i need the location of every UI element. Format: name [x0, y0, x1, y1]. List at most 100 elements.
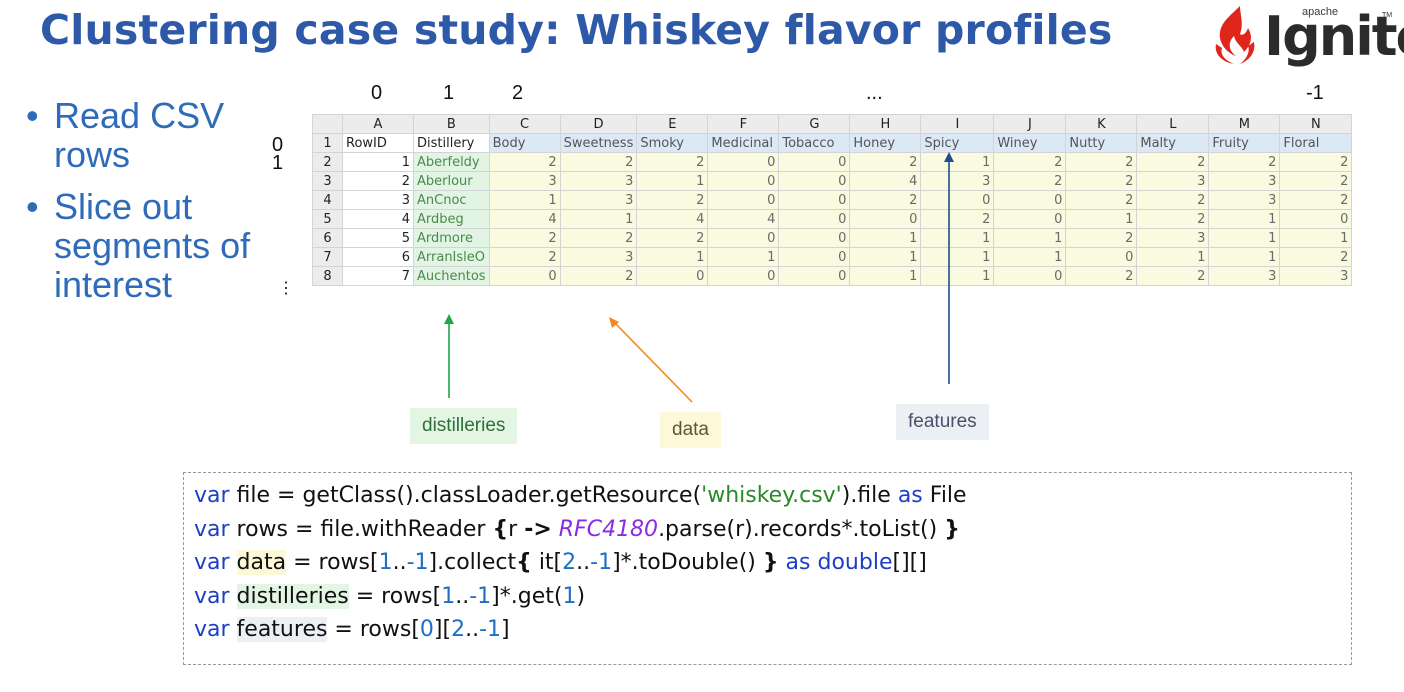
table-cell: 3 [1208, 171, 1281, 191]
code-line: var file = getClass().classLoader.getRes… [194, 483, 967, 508]
table-cell: 0 [993, 190, 1067, 210]
slide-title: Clustering case study: Whiskey flavor pr… [40, 6, 1113, 54]
header-cell: Body [488, 133, 561, 153]
table-cell: 1 [920, 228, 995, 248]
table-cell: 1 [488, 190, 561, 210]
col-index-last: -1 [1306, 82, 1324, 104]
apache-ignite-logo: apache Ignite TM [1210, 4, 1404, 70]
table-cell: 4 [342, 209, 414, 229]
ignite-flame-icon [1215, 6, 1255, 64]
table-cell: 0 [778, 209, 851, 229]
table-cell: 2 [488, 247, 561, 267]
table-cell: 2 [849, 190, 922, 210]
table-cell: 1 [920, 247, 995, 267]
column-letter: M [1208, 114, 1281, 134]
table-cell: 7 [342, 266, 414, 286]
table-cell: 2 [1136, 266, 1210, 286]
code-line: var distilleries = rows[1..-1]*.get(1) [194, 583, 586, 609]
column-letter: J [993, 114, 1067, 134]
table-cell: 1 [636, 247, 709, 267]
logo-ignite-text: Ignite [1264, 5, 1404, 68]
table-cell: 1 [1208, 209, 1281, 229]
label-distilleries: distilleries [410, 408, 518, 444]
table-cell: 1 [1136, 247, 1210, 267]
row-number: 7 [312, 247, 343, 267]
table-cell: 3 [559, 171, 638, 191]
table-cell: 0 [707, 266, 780, 286]
column-letter: A [342, 114, 414, 134]
table-cell: 2 [559, 228, 638, 248]
row-number: 8 [312, 266, 343, 286]
column-letter: I [920, 114, 995, 134]
row-index-0: 0 [272, 134, 284, 156]
table-cell: 2 [1279, 190, 1353, 210]
table-cell: 1 [342, 152, 414, 172]
table-cell: 2 [636, 190, 709, 210]
table-cell: 2 [1065, 152, 1138, 172]
table-cell: 1 [636, 171, 709, 191]
table-cell: 0 [707, 190, 780, 210]
column-letter: N [1279, 114, 1353, 134]
table-cell: 1 [1065, 209, 1138, 229]
label-features: features [896, 404, 989, 440]
table-cell: 3 [342, 190, 414, 210]
table-cell: 2 [636, 152, 709, 172]
bullet-item: •Read CSV rows [26, 95, 225, 175]
table-cell: 2 [1279, 152, 1353, 172]
label-data: data [660, 412, 721, 448]
table-cell: 0 [488, 266, 561, 286]
table-cell: Aberlour [413, 171, 490, 191]
table-cell: 3 [1136, 228, 1210, 248]
table-cell: 2 [1065, 266, 1138, 286]
table-cell: 1 [920, 266, 995, 286]
col-index-0: 0 [371, 82, 383, 104]
table-cell: 1 [993, 228, 1067, 248]
row-index-ellipsis: ⋮ [278, 280, 294, 297]
table-cell: 2 [1136, 190, 1210, 210]
table-cell: 2 [920, 209, 995, 229]
table-cell: 1 [993, 247, 1067, 267]
col-index-1: 1 [443, 82, 455, 104]
table-cell: ArranIsleO [413, 247, 490, 267]
header-cell: RowID [342, 133, 414, 153]
column-letter: F [707, 114, 780, 134]
table-cell: 1 [1208, 228, 1281, 248]
table-cell: 0 [778, 190, 851, 210]
table-cell: Auchentos [413, 266, 490, 286]
table-cell: 1 [707, 247, 780, 267]
table-cell: 1 [920, 152, 995, 172]
table-cell: 0 [778, 247, 851, 267]
table-cell: 0 [707, 152, 780, 172]
table-cell: 3 [559, 247, 638, 267]
header-cell: Nutty [1065, 133, 1138, 153]
table-cell: 2 [342, 171, 414, 191]
table-cell: 2 [1065, 228, 1138, 248]
table-cell: 0 [993, 266, 1067, 286]
logo-apache-text: apache [1302, 6, 1339, 18]
table-cell: 3 [559, 190, 638, 210]
col-index-2: 2 [512, 82, 524, 104]
table-cell: 2 [1065, 190, 1138, 210]
table-cell: 2 [1279, 247, 1353, 267]
bullet-list: •Read CSV rows •Slice out segments of in… [26, 96, 256, 317]
table-cell: 4 [707, 209, 780, 229]
table-cell: 5 [342, 228, 414, 248]
table-cell: 4 [849, 171, 922, 191]
table-cell: Aberfeldy [413, 152, 490, 172]
table-cell: 2 [993, 171, 1067, 191]
row-number: 3 [312, 171, 343, 191]
code-line: var rows = file.withReader {r -> RFC4180… [194, 516, 960, 542]
code-block: var file = getClass().classLoader.getRes… [183, 472, 1352, 665]
header-cell: Tobacco [778, 133, 851, 153]
header-cell: Sweetness [559, 133, 638, 153]
bullet-item: •Slice out segments of interest [26, 186, 251, 305]
